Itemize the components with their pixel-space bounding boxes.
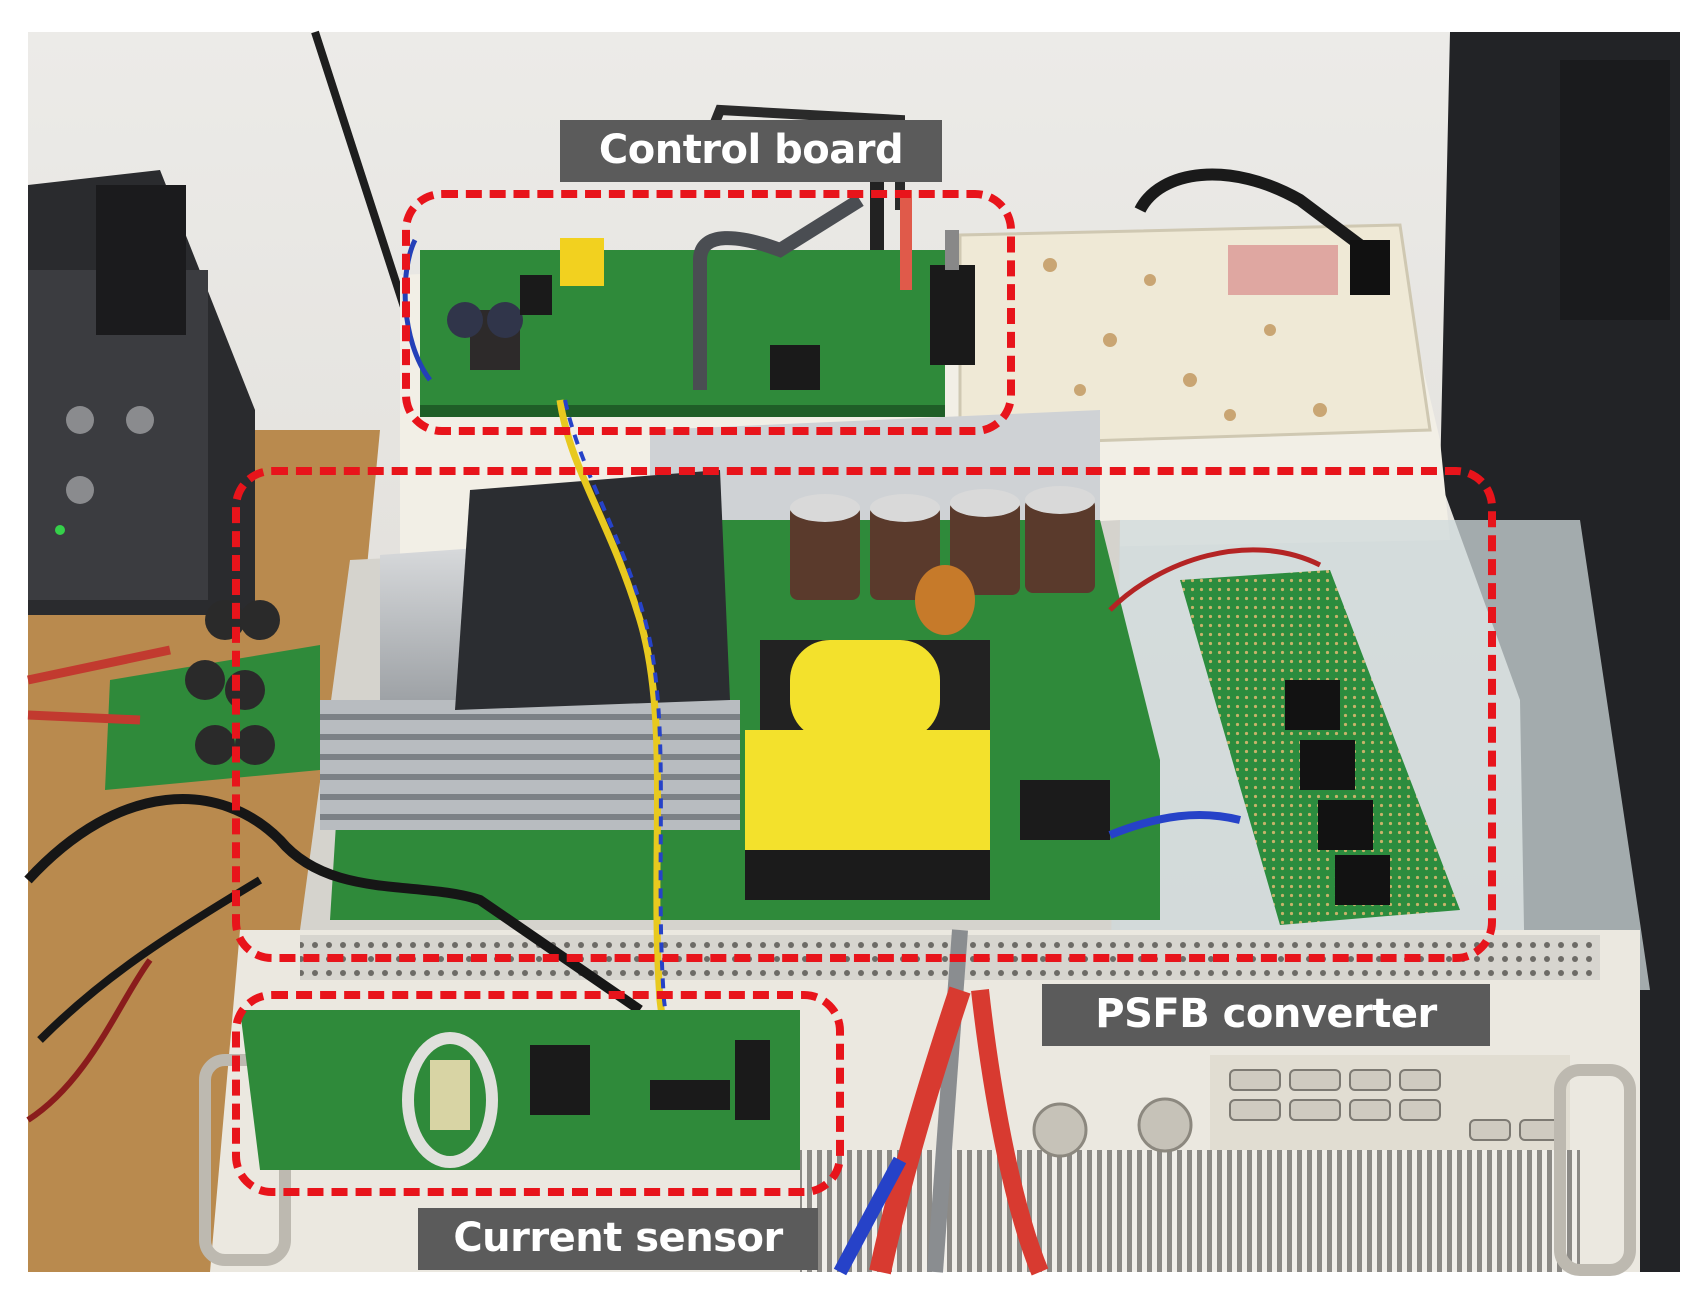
psfb-converter-outline xyxy=(232,467,1496,962)
control-board-label: Control board xyxy=(560,120,942,182)
psfb-converter-label: PSFB converter xyxy=(1042,984,1490,1046)
control-board-outline xyxy=(402,190,1015,435)
current-sensor-label: Current sensor xyxy=(418,1208,818,1270)
current-sensor-outline xyxy=(232,991,844,1196)
